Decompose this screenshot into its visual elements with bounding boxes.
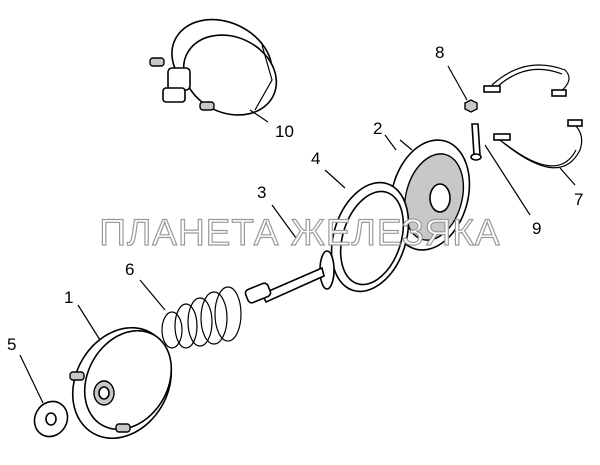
callout-8: 8 bbox=[435, 43, 444, 62]
part-7-clamp bbox=[483, 64, 583, 186]
watermark: ПЛАНЕТА ЖЕЛЕЗЯКА bbox=[99, 212, 500, 253]
part-1-cover bbox=[69, 304, 173, 440]
callout-7: 7 bbox=[574, 190, 583, 209]
part-8-nut bbox=[447, 65, 478, 113]
part-10-brake-chamber bbox=[149, 18, 278, 123]
part-4-diaphragm bbox=[324, 169, 410, 293]
part-3-pushrod bbox=[244, 204, 335, 304]
callout-6: 6 bbox=[125, 260, 134, 279]
part-5-washer bbox=[19, 354, 69, 438]
callout-4: 4 bbox=[311, 149, 320, 168]
part-9-bolt bbox=[470, 123, 531, 216]
part-6-spring bbox=[139, 279, 242, 349]
part-2-housing bbox=[384, 134, 471, 251]
callout-3: 3 bbox=[257, 183, 266, 202]
callout-2: 2 bbox=[373, 119, 382, 138]
callout-10: 10 bbox=[275, 122, 294, 141]
callout-5: 5 bbox=[7, 335, 16, 354]
callout-1: 1 bbox=[64, 288, 73, 307]
callout-9: 9 bbox=[532, 219, 541, 238]
